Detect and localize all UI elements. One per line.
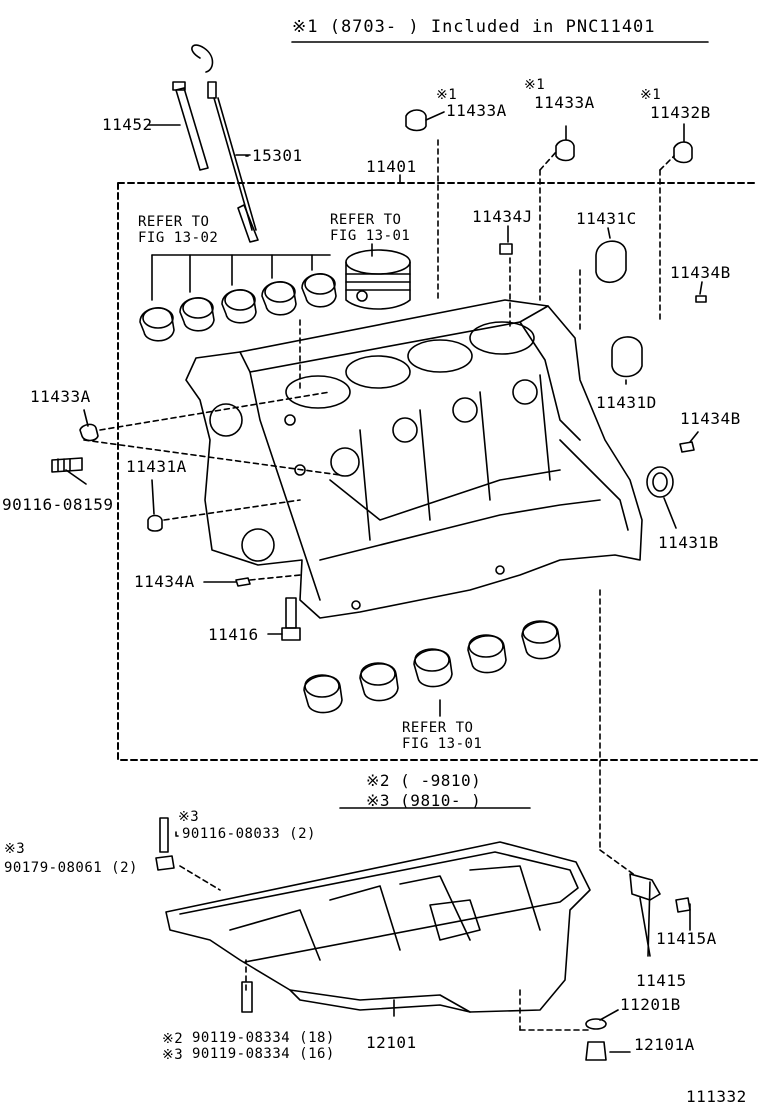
- part-11434B-1-label[interactable]: 11434B: [670, 263, 731, 282]
- part-11431A-label[interactable]: 11431A: [126, 457, 187, 476]
- part-90119-08334-18-label[interactable]: 90119-08334 (18): [192, 1030, 335, 1046]
- mark-1-a: ※1: [436, 87, 458, 103]
- part-11452-label[interactable]: 11452: [102, 115, 153, 134]
- refer-to-13-02-line2: FIG 13-02: [138, 230, 219, 246]
- header-note: ※1 (8703- ) Included in PNC11401: [292, 17, 656, 37]
- part-11431B-label[interactable]: 11431B: [658, 533, 719, 552]
- part-11433A-left-label[interactable]: 11433A: [30, 387, 91, 406]
- part-11401-label[interactable]: 11401: [366, 157, 417, 176]
- part-90116-08033-label[interactable]: 90116-08033 (2): [182, 826, 316, 842]
- variant-2-range: ※2 ( -9810): [366, 771, 482, 790]
- part-11201B-label[interactable]: 11201B: [620, 995, 681, 1014]
- mark-1-c: ※1: [640, 87, 662, 103]
- part-11416-label[interactable]: 11416: [208, 625, 259, 644]
- part-11415-label[interactable]: 11415: [636, 971, 687, 990]
- part-12101A-label[interactable]: 12101A: [634, 1035, 695, 1054]
- part-15301-label[interactable]: 15301: [252, 146, 303, 165]
- part-90179-08061-label[interactable]: 90179-08061 (2): [4, 860, 138, 876]
- part-11434J-label[interactable]: 11434J: [472, 207, 533, 226]
- cylinder-block-drawing: [185, 299, 643, 619]
- dipstick-guide-drawing: [147, 81, 209, 171]
- oil-pan-drawing: [155, 817, 691, 1061]
- part-90119-08334-16-label[interactable]: 90119-08334 (16): [192, 1046, 335, 1062]
- illustration-id: 111332: [686, 1087, 747, 1106]
- part-90116-08159-label[interactable]: 90116-08159: [2, 495, 114, 514]
- dipstick-drawing: [191, 44, 259, 243]
- part-11433A-mid-label[interactable]: 11433A: [534, 93, 595, 112]
- refer-to-13-01-bottom-line1: REFER TO: [402, 720, 474, 736]
- variant-3-range: ※3 (9810- ): [366, 791, 482, 810]
- part-12101-label[interactable]: 12101: [366, 1033, 417, 1052]
- mark-3-a: ※3: [178, 809, 200, 825]
- part-11432B-label[interactable]: 11432B: [650, 103, 711, 122]
- lower-bearings-drawing: [303, 620, 561, 717]
- block-group-frame: [117, 182, 759, 761]
- refer-to-13-01-top-line1: REFER TO: [330, 212, 402, 228]
- piston-drawing: [345, 243, 411, 310]
- part-11434A-label[interactable]: 11434A: [134, 572, 195, 591]
- refer-to-13-01-bottom-line2: FIG 13-01: [402, 736, 483, 752]
- part-11431D-label[interactable]: 11431D: [596, 393, 657, 412]
- refer-to-13-01-top-line2: FIG 13-01: [330, 228, 411, 244]
- mark-1-b: ※1: [524, 77, 546, 93]
- refer-to-13-02-line1: REFER TO: [138, 214, 210, 230]
- upper-bearings-drawing: [139, 254, 337, 342]
- leader-lines: [65, 111, 703, 1053]
- mark-3-c: ※3: [162, 1047, 184, 1063]
- mark-2: ※2: [162, 1031, 184, 1047]
- part-11434B-2-label[interactable]: 11434B: [680, 409, 741, 428]
- part-11415A-label[interactable]: 11415A: [656, 929, 717, 948]
- dashed-leaders: [83, 139, 675, 1031]
- mark-3-b: ※3: [4, 841, 26, 857]
- part-11431C-label[interactable]: 11431C: [576, 209, 637, 228]
- plugs-drawing: [51, 109, 707, 641]
- part-11433A-top-label[interactable]: 11433A: [446, 101, 507, 120]
